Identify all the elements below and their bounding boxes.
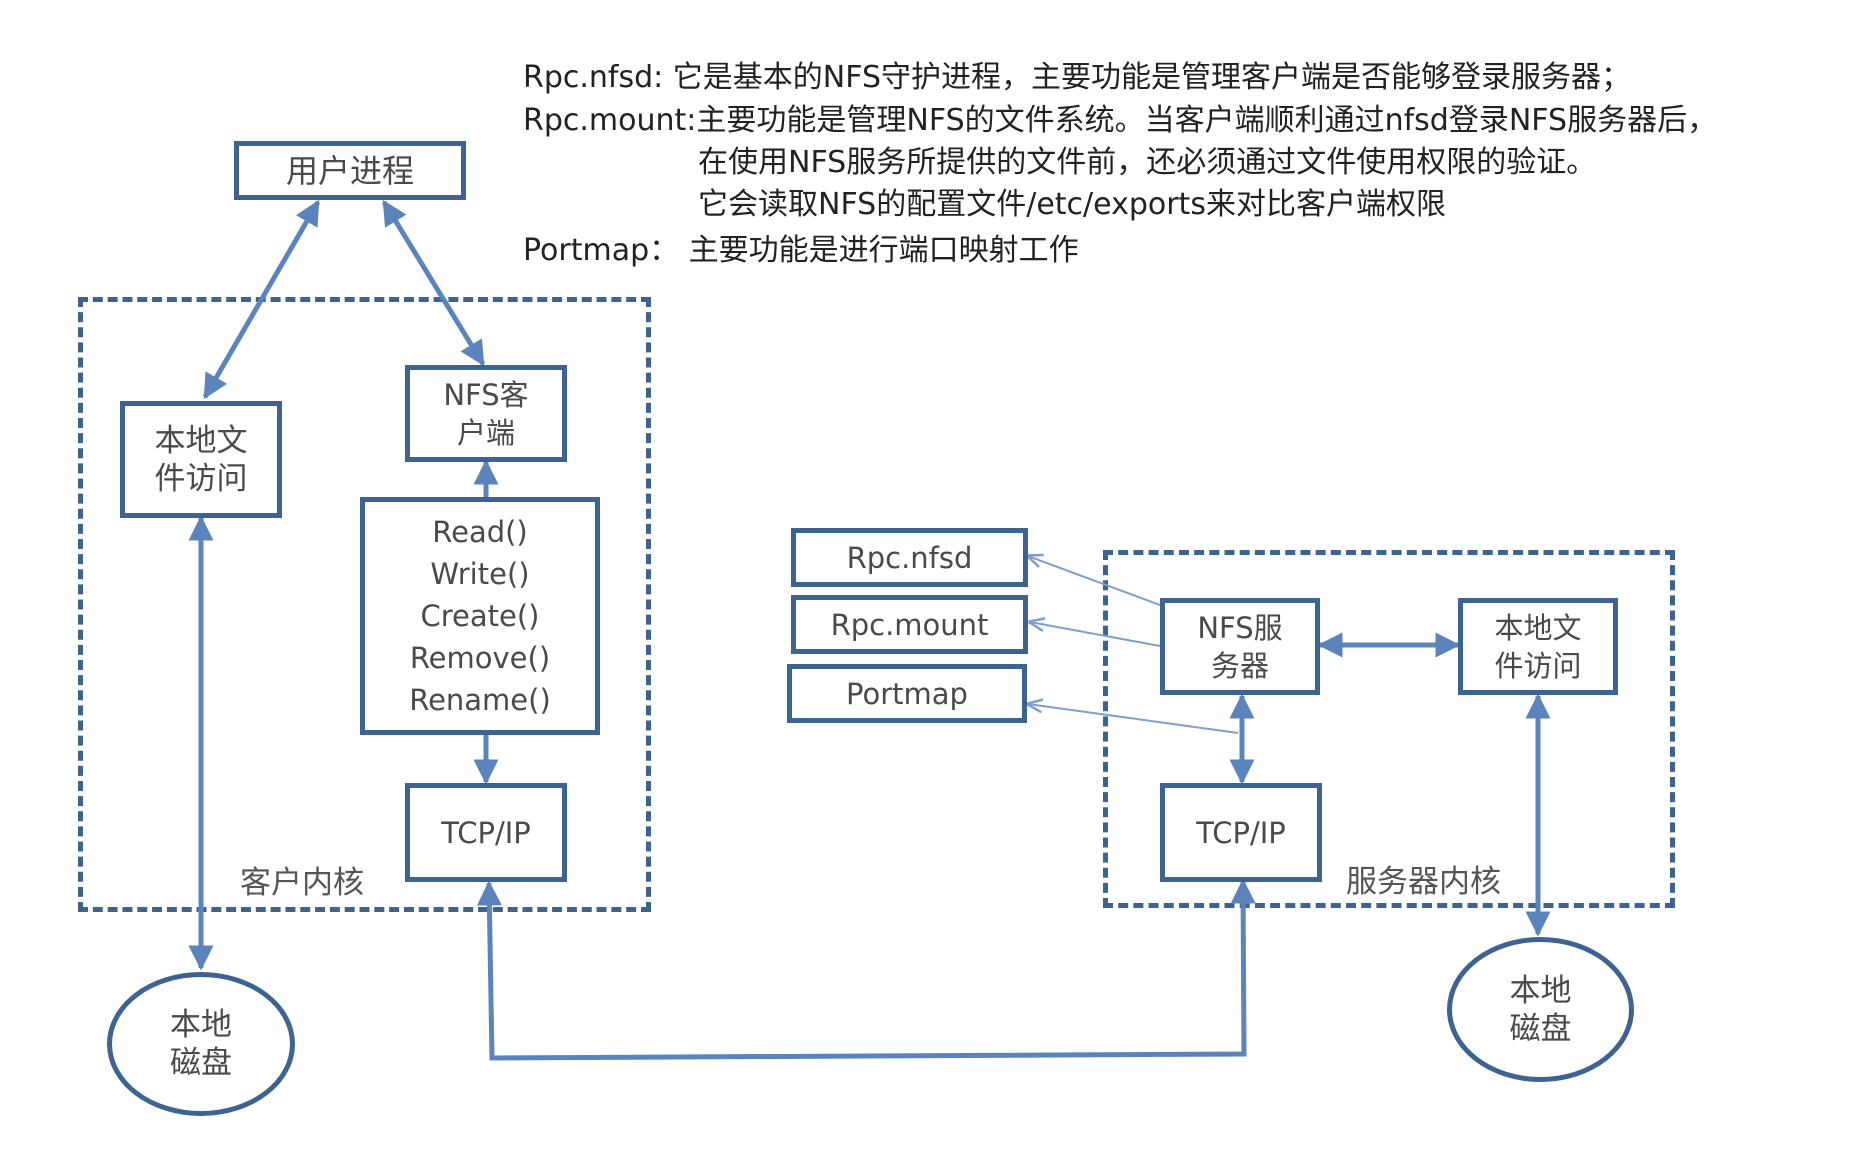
- server-local-access-label-2: 件访问: [1494, 648, 1582, 683]
- arrow-tcpip-network-link: [476, 878, 1256, 1061]
- nfs-functions-box: Read() Write() Create() Remove() Rename(…: [360, 497, 600, 735]
- client-local-access-box: 本地文 件访问: [120, 401, 282, 518]
- client-local-disk: 本地 磁盘: [107, 972, 295, 1116]
- client-disk-label-2: 磁盘: [170, 1045, 232, 1081]
- server-disk-label-1: 本地: [1509, 972, 1572, 1009]
- nfs-server-label-2: 务器: [1210, 648, 1269, 683]
- desc-rpc-mount-line3: 它会读取NFS的配置文件/etc/exports来对比客户端权限: [698, 187, 1446, 222]
- nfs-client-label-2: 户端: [456, 415, 515, 450]
- portmap-label: Portmap: [846, 676, 968, 711]
- server-tcpip-box: TCP/IP: [1160, 783, 1322, 882]
- rpc-nfsd-box: Rpc.nfsd: [791, 528, 1028, 587]
- user-process-label: 用户进程: [285, 151, 414, 190]
- arrow-user-to-local-access: [202, 199, 321, 400]
- nfs-server-box: NFS服 务器: [1160, 598, 1320, 695]
- rpc-mount-box: Rpc.mount: [791, 595, 1028, 654]
- client-local-access-label-1: 本地文: [154, 422, 248, 459]
- function-create: Create(): [420, 599, 540, 633]
- desc-rpc-nfsd: Rpc.nfsd: 它是基本的NFS守护进程，主要功能是管理客户端是否能够登录服…: [523, 60, 1632, 95]
- user-process-box: 用户进程: [234, 141, 466, 200]
- server-kernel-label: 服务器内核: [1346, 864, 1501, 900]
- rpc-nfsd-label: Rpc.nfsd: [846, 540, 973, 575]
- function-rename: Rename(): [409, 683, 551, 717]
- client-disk-label-1: 本地: [170, 1007, 232, 1043]
- portmap-box: Portmap: [787, 664, 1027, 723]
- arrow-tcpip-to-portmap: [1028, 704, 1239, 734]
- arrow-user-to-nfs-client: [381, 199, 486, 367]
- server-kernel-boundary: [1103, 550, 1675, 908]
- server-tcpip-label: TCP/IP: [1196, 815, 1286, 850]
- nfs-client-box: NFS客 户端: [405, 365, 567, 462]
- desc-rpc-mount-line1: Rpc.mount:主要功能是管理NFS的文件系统。当客户端顺利通过nfsd登录…: [523, 103, 1718, 138]
- nfs-server-label-1: NFS服: [1197, 610, 1283, 645]
- server-disk-label-2: 磁盘: [1509, 1010, 1572, 1047]
- server-local-access-box: 本地文 件访问: [1458, 598, 1618, 695]
- function-remove: Remove(): [409, 641, 551, 675]
- server-local-disk: 本地 磁盘: [1447, 937, 1634, 1082]
- function-read: Read(): [432, 515, 528, 549]
- server-local-access-label-1: 本地文: [1494, 610, 1582, 645]
- client-kernel-label: 客户内核: [240, 865, 364, 901]
- arrow-nfs-server-to-rpc-mount: [1030, 622, 1161, 647]
- arrow-nfs-server-to-rpc-nfsd: [1028, 556, 1161, 606]
- rpc-mount-label: Rpc.mount: [830, 607, 989, 642]
- client-tcpip-box: TCP/IP: [405, 783, 567, 882]
- nfs-client-label-1: NFS客: [443, 377, 529, 412]
- function-write: Write(): [430, 557, 530, 591]
- desc-rpc-mount-line2: 在使用NFS服务所提供的文件前，还必须通过文件使用权限的验证。: [698, 145, 1597, 180]
- client-kernel-boundary: [78, 297, 651, 912]
- desc-portmap: Portmap： 主要功能是进行端口映射工作: [523, 233, 1079, 268]
- client-tcpip-label: TCP/IP: [441, 815, 531, 850]
- client-local-access-label-2: 件访问: [154, 460, 248, 497]
